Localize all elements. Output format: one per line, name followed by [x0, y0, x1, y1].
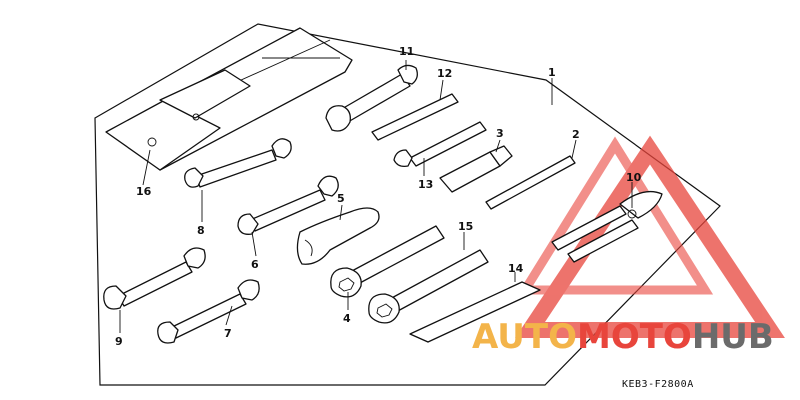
wrench-6 [237, 175, 339, 235]
screwdriver-13 [393, 121, 487, 168]
part-label-1: 1 [548, 66, 556, 79]
part-label-16: 16 [136, 185, 152, 198]
part-label-4: 4 [343, 312, 351, 325]
handle-14 [409, 281, 541, 343]
tool-bag [105, 27, 353, 171]
part-label-5: 5 [337, 192, 345, 205]
rod-12 [371, 93, 459, 141]
leader-lines [119, 60, 633, 333]
pin-spanner-5 [296, 207, 380, 265]
wrench-8 [184, 138, 292, 188]
watermark-triangle-icon [515, 135, 785, 338]
part-label-12: 12 [437, 67, 452, 80]
watermark-logo: AUTOMOTOHUB [472, 317, 774, 357]
part-label-6: 6 [251, 258, 259, 271]
part-label-9: 9 [115, 335, 123, 348]
part-label-10: 10 [626, 171, 642, 184]
part-label-7: 7 [224, 327, 232, 340]
part-label-11: 11 [399, 45, 414, 58]
tray-outline [94, 23, 721, 386]
watermark-part-a: AUTO [472, 317, 577, 357]
part-label-2: 2 [572, 128, 580, 141]
part-label-13: 13 [418, 178, 433, 191]
part-label-15: 15 [458, 220, 473, 233]
part-label-8: 8 [197, 224, 205, 237]
box-wrench-15 [368, 249, 489, 324]
screwdriver-2 [485, 155, 576, 210]
part-label-3: 3 [496, 127, 504, 140]
watermark-part-c: HUB [692, 317, 774, 357]
socket-wrench-11 [325, 64, 418, 132]
screwdriver-3 [439, 145, 513, 193]
wrench-9 [103, 247, 206, 310]
diagram-code: KEB3-F2800A [622, 379, 694, 390]
watermark-part-b: MOTO [577, 317, 692, 357]
part-labels: 1 2 3 4 5 6 7 8 9 10 11 12 13 14 15 16 [115, 45, 642, 348]
part-label-14: 14 [508, 262, 524, 275]
box-wrench-4 [330, 225, 445, 298]
wrench-7 [157, 279, 260, 344]
pliers-10 [551, 190, 663, 263]
